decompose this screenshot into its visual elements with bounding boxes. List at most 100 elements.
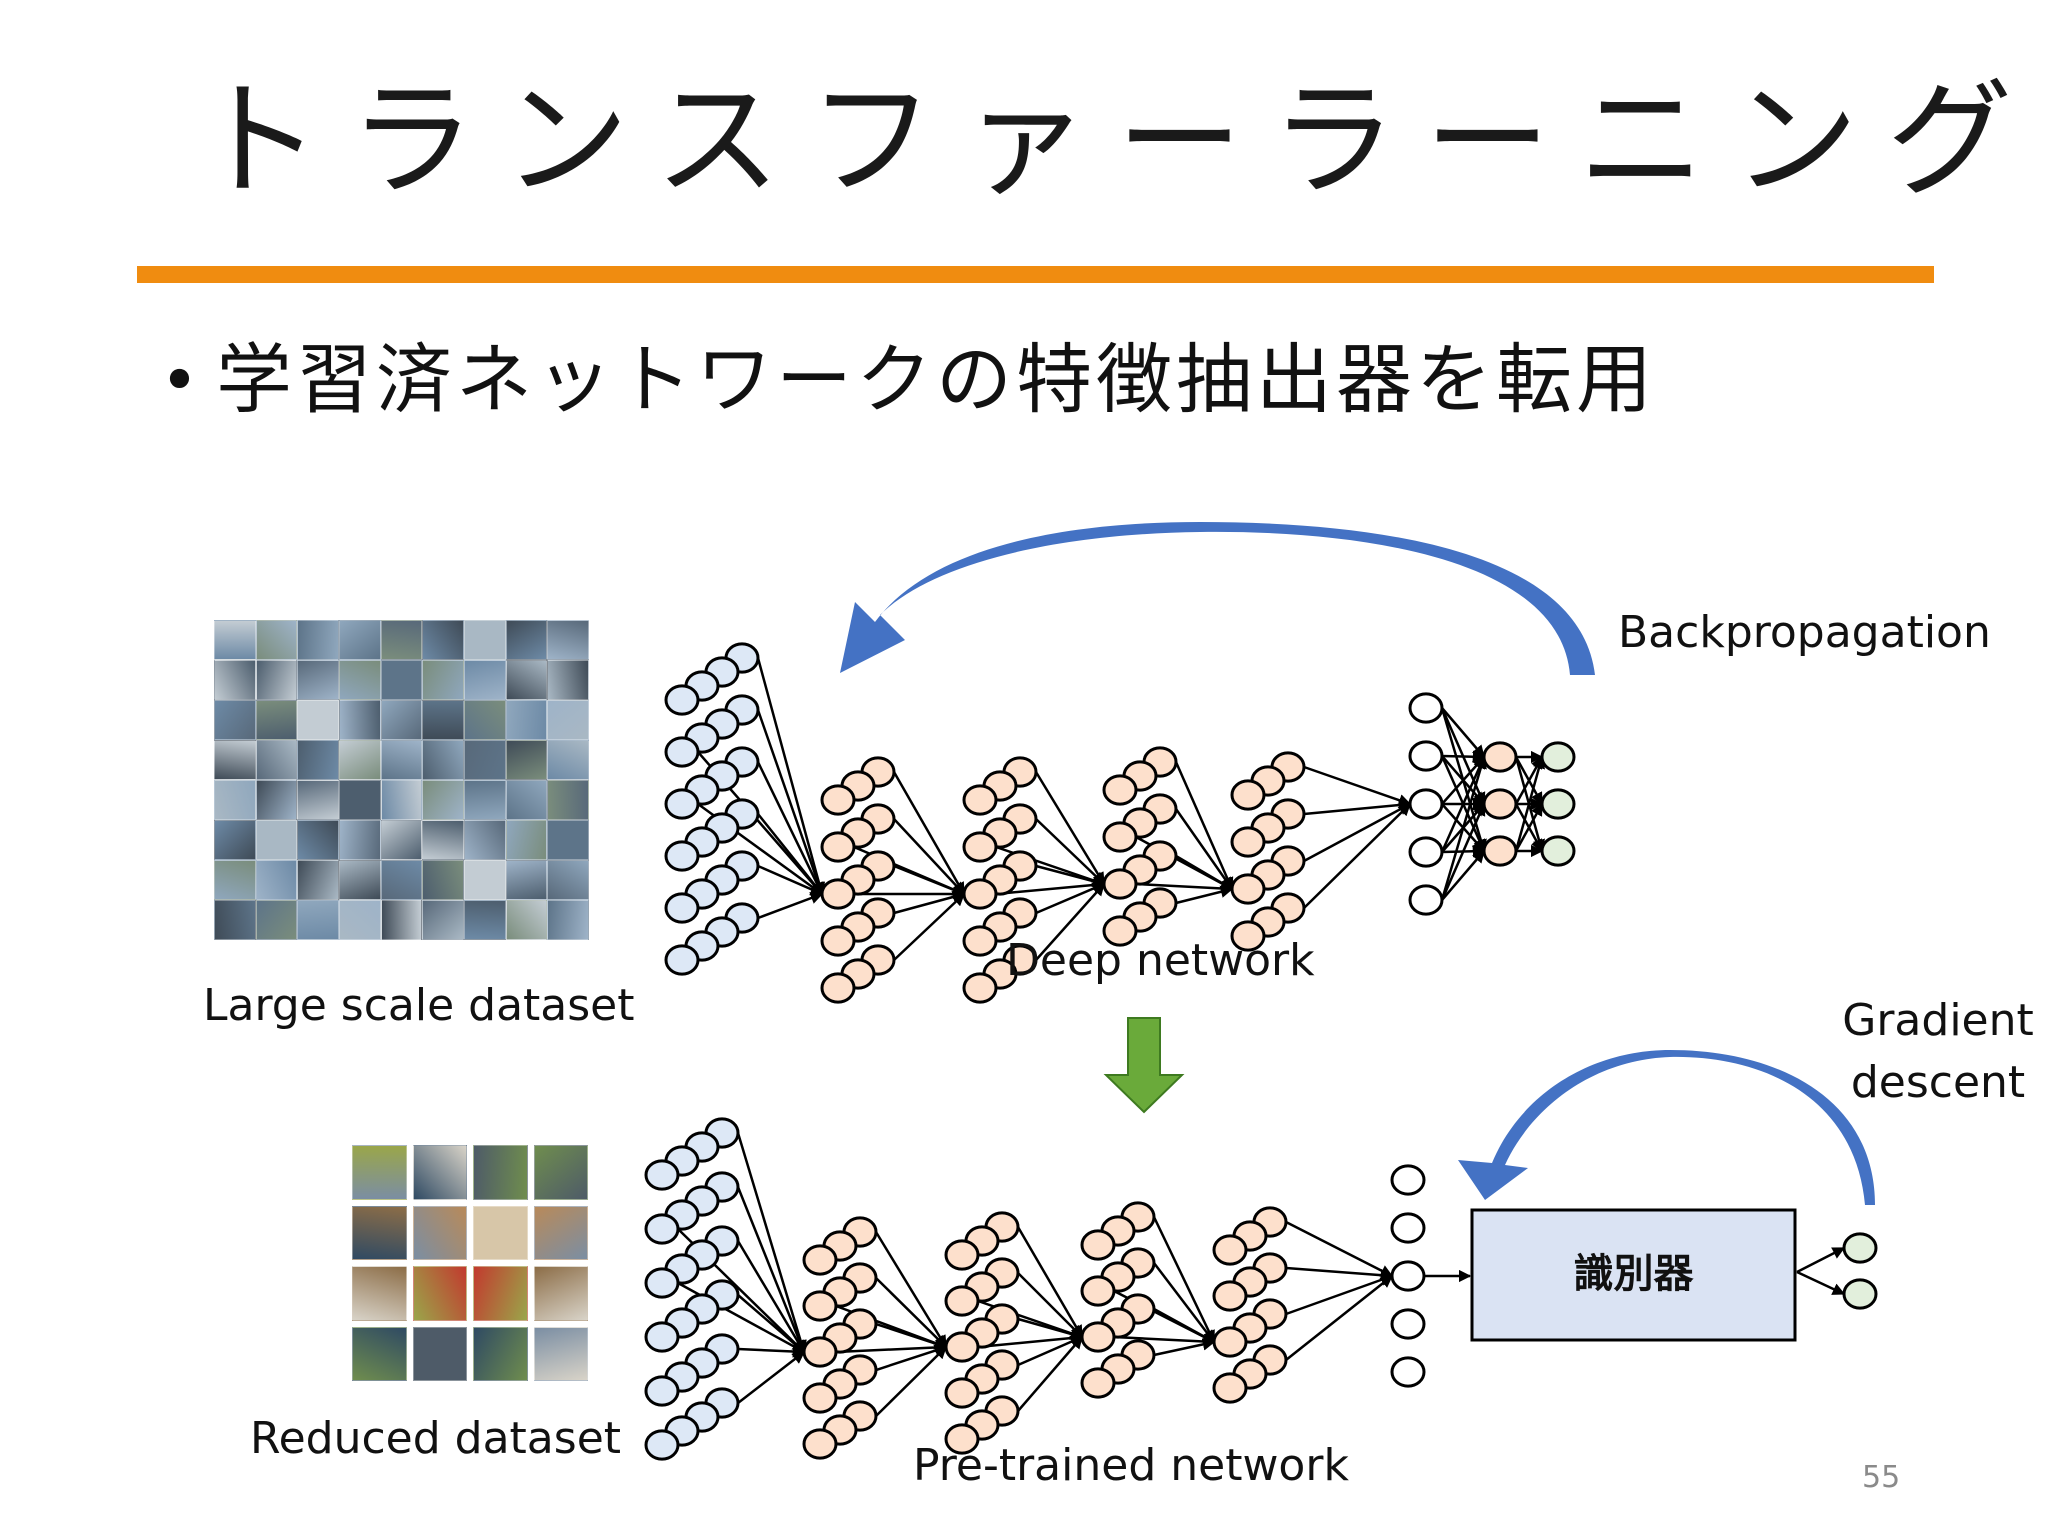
connection-line xyxy=(736,1186,806,1354)
feature-node xyxy=(1408,884,1444,916)
image-tile xyxy=(505,820,548,860)
classifier-box[interactable] xyxy=(1470,1208,1797,1342)
image-tile xyxy=(380,740,423,780)
feature-node xyxy=(1408,788,1444,820)
image-tile xyxy=(339,780,381,820)
image-tile xyxy=(464,700,506,740)
connection-line xyxy=(1514,802,1544,852)
image-tile xyxy=(297,820,339,860)
image-tile xyxy=(422,900,464,940)
hidden-node xyxy=(1080,1367,1116,1399)
image-tile xyxy=(214,620,256,660)
image-tile xyxy=(352,1145,407,1200)
output-node xyxy=(1540,741,1576,773)
hidden-node xyxy=(962,784,998,816)
image-tile xyxy=(412,1326,467,1381)
fc-node xyxy=(1482,788,1518,820)
image-tile xyxy=(412,1266,467,1321)
image-tile xyxy=(352,1266,407,1321)
hidden-node xyxy=(1102,868,1138,900)
image-tile xyxy=(297,780,339,820)
hidden-node xyxy=(1102,774,1138,806)
bottom-network-nodes xyxy=(644,1117,1878,1461)
image-tile xyxy=(380,860,423,900)
output-node xyxy=(1842,1232,1878,1264)
image-tile xyxy=(255,900,298,940)
fc-node xyxy=(1482,741,1518,773)
image-tile xyxy=(505,620,548,660)
connection-line xyxy=(1440,802,1486,901)
connection-line xyxy=(1285,1273,1394,1316)
hidden-node xyxy=(944,1285,980,1317)
slide-title: トランスファーラーニング xyxy=(195,67,2041,214)
connection-line xyxy=(1441,850,1485,901)
image-tile xyxy=(422,660,464,700)
bullet-text: 学習済ネットワークの特徴抽出器を転用 xyxy=(216,335,1656,424)
gradient-label-line1: Gradient xyxy=(1842,995,2034,1046)
image-tile xyxy=(339,900,381,940)
hidden-node xyxy=(1080,1275,1116,1307)
image-tile xyxy=(412,1205,467,1260)
connection-line xyxy=(1152,1216,1216,1344)
feature-node xyxy=(1390,1164,1426,1196)
image-tile xyxy=(533,1145,588,1200)
image-tile xyxy=(255,700,298,740)
hidden-node xyxy=(1212,1372,1248,1404)
connection-line xyxy=(977,1335,1083,1349)
output-node xyxy=(1540,835,1576,867)
connection-line xyxy=(1441,707,1485,758)
image-tile xyxy=(547,620,589,660)
hidden-node xyxy=(1212,1326,1248,1358)
input-node xyxy=(664,788,700,820)
feature-node xyxy=(1408,692,1444,724)
connection-line xyxy=(874,1231,948,1349)
image-tile xyxy=(214,660,256,700)
bottom-network-connections xyxy=(677,1132,1846,1417)
connection-line xyxy=(1514,755,1546,852)
large-dataset-label: Large scale dataset xyxy=(203,980,635,1031)
hidden-node xyxy=(1102,915,1138,947)
classifier-label: 識別器 xyxy=(1573,1251,1694,1297)
image-tile xyxy=(464,660,506,700)
input-node xyxy=(644,1159,680,1191)
hidden-node xyxy=(820,878,856,910)
image-tile xyxy=(473,1266,528,1321)
down-arrow xyxy=(1103,1017,1185,1114)
output-node xyxy=(1540,788,1576,820)
image-tile xyxy=(473,1145,528,1200)
input-node xyxy=(644,1375,680,1407)
connection-line xyxy=(893,818,965,895)
image-tile xyxy=(464,900,506,940)
connection-line xyxy=(1135,882,1233,891)
image-tile xyxy=(214,900,256,940)
hidden-node xyxy=(1230,873,1266,905)
hidden-node xyxy=(962,831,998,863)
connection-line xyxy=(1285,1220,1394,1278)
connection-line xyxy=(1016,1226,1084,1339)
image-tile xyxy=(380,780,423,820)
connection-line xyxy=(893,893,965,961)
connection-line xyxy=(1440,755,1487,901)
image-tile xyxy=(422,860,464,900)
image-tile xyxy=(505,860,548,900)
page-number: 55 xyxy=(1862,1460,1901,1495)
image-tile xyxy=(297,620,339,660)
image-tile xyxy=(297,740,339,780)
image-tile xyxy=(464,860,506,900)
feature-node xyxy=(1390,1356,1426,1388)
image-tile xyxy=(214,700,256,740)
hidden-node xyxy=(1212,1234,1248,1266)
image-tile xyxy=(214,780,256,820)
backpropagation-arrow xyxy=(840,522,1595,675)
connection-line xyxy=(737,1351,805,1404)
top-network-connections xyxy=(697,657,1546,961)
image-tile xyxy=(412,1145,467,1200)
reduced-dataset-image xyxy=(352,1145,588,1381)
connection-line xyxy=(1153,1262,1215,1343)
reduced-dataset-label: Reduced dataset xyxy=(250,1413,622,1464)
image-tile xyxy=(547,780,589,820)
connection-line xyxy=(1285,1266,1394,1282)
image-tile xyxy=(547,740,589,780)
hidden-node xyxy=(1080,1229,1116,1261)
image-tile xyxy=(214,860,256,900)
